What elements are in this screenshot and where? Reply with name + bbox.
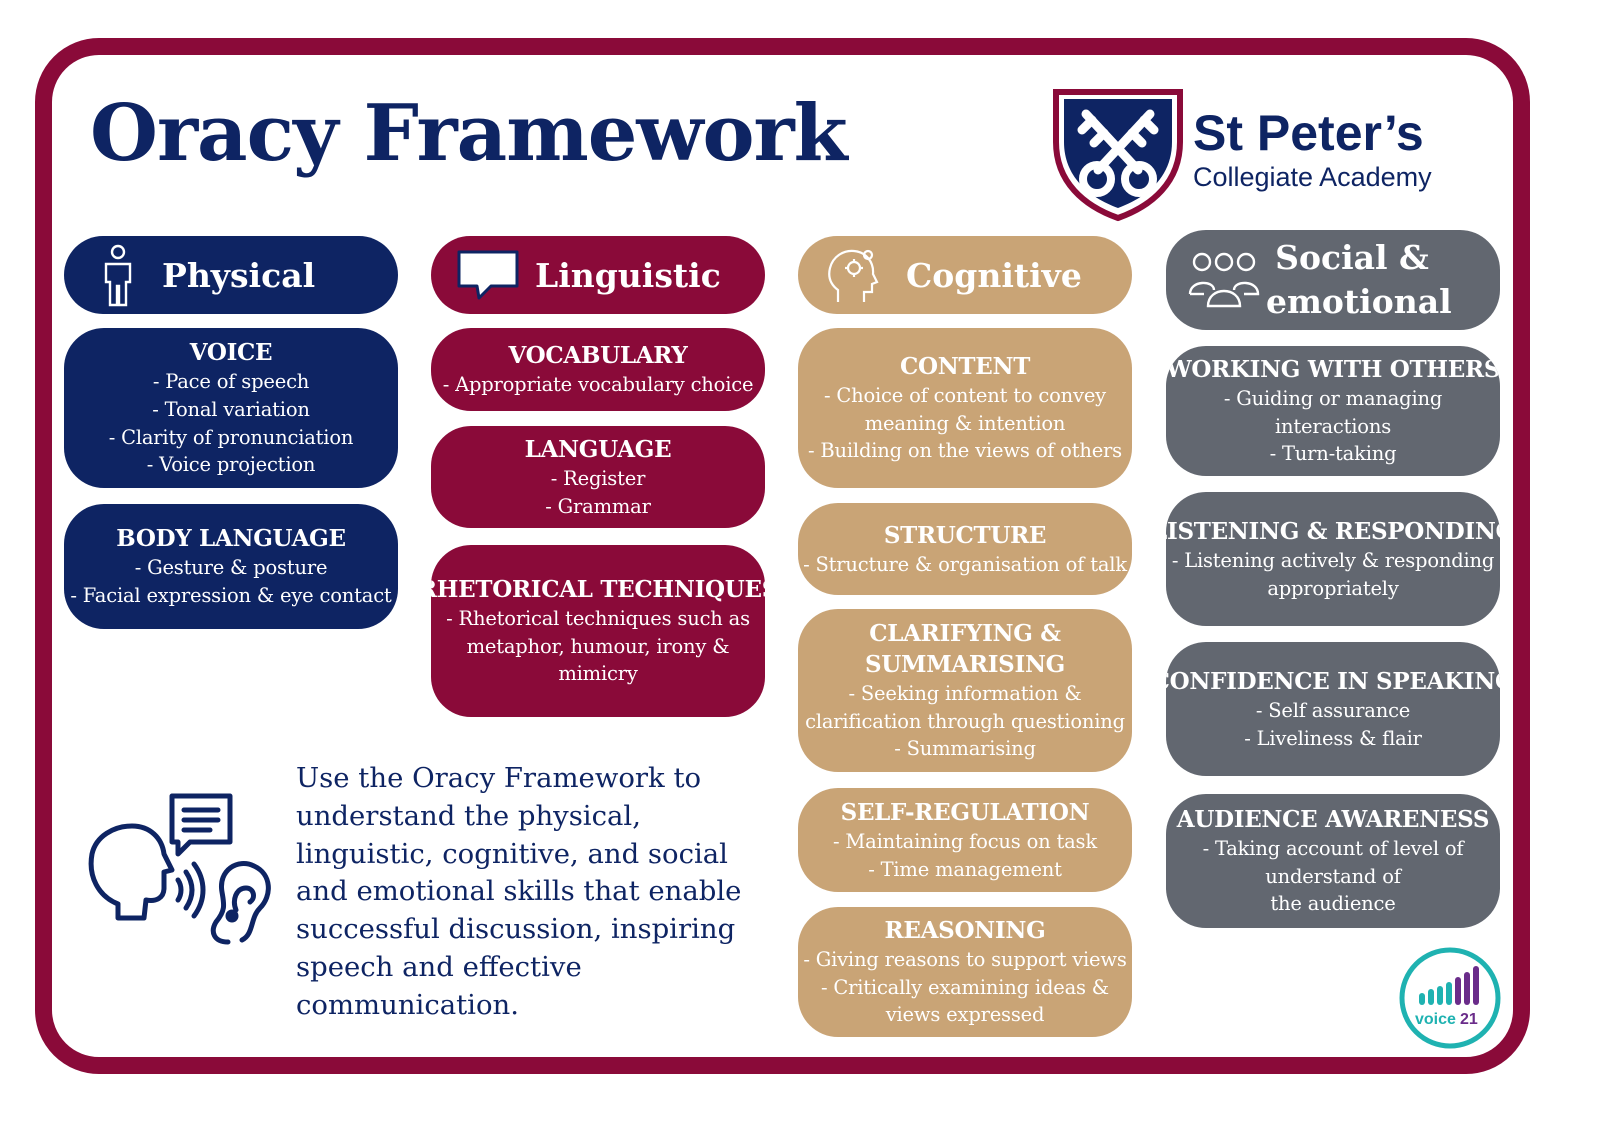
card-title: STRUCTURE (883, 521, 1047, 549)
card-line: the audience (1270, 892, 1396, 916)
description-line: successful discussion, inspiring (296, 913, 736, 946)
card-confidence-in-speaking: CONFIDENCE IN SPEAKING - Self assurance … (1166, 642, 1500, 776)
card-rhetorical-techniques: RHETORICAL TECHNIQUES - Rhetorical techn… (431, 545, 765, 717)
voice21-logo: voice 21 (1398, 946, 1502, 1054)
card-vocabulary: VOCABULARY - Appropriate vocabulary choi… (431, 328, 765, 411)
card-working-with-others: WORKING WITH OTHERS - Guiding or managin… (1166, 346, 1500, 476)
framework-description: Use the Oracy Framework to understand th… (296, 760, 746, 1025)
card-line: understand of (1265, 864, 1401, 888)
card-line: - Grammar (545, 494, 651, 518)
card-line: - Appropriate vocabulary choice (442, 373, 754, 397)
description-line: speech and effective (296, 950, 582, 983)
card-line: appropriately (1267, 576, 1399, 600)
category-physical: Physical (64, 236, 398, 314)
card-line: metaphor, humour, irony & (466, 634, 730, 658)
card-line: - Gesture & posture (134, 556, 328, 580)
card-language: LANGUAGE - Register - Grammar (431, 426, 765, 528)
card-line: - Guiding or managing (1223, 386, 1443, 410)
description-line: and emotional skills that enable (296, 875, 742, 908)
category-label: Cognitive (906, 255, 1082, 295)
card-line: - Time management (868, 857, 1062, 881)
head-gear-icon (824, 244, 880, 310)
card-body-language: BODY LANGUAGE - Gesture & posture - Faci… (64, 504, 398, 629)
school-subtitle: Collegiate Academy (1193, 162, 1432, 192)
card-line: - Building on the views of others (808, 439, 1122, 463)
card-line: - Rhetorical techniques such as (446, 606, 750, 630)
card-line: - Critically examining ideas & (821, 975, 1109, 999)
card-line: - Register (550, 466, 646, 490)
card-title: LISTENING & RESPONDING (1166, 517, 1500, 545)
speaking-listening-icon (86, 792, 286, 956)
card-line: interactions (1274, 414, 1392, 438)
card-reasoning: REASONING - Giving reasons to support vi… (798, 907, 1132, 1037)
category-label-wrap: Social & emotional (1266, 236, 1452, 324)
card-audience-awareness: AUDIENCE AWARENESS - Taking account of l… (1166, 794, 1500, 928)
page-title: Oracy Framework (90, 88, 848, 179)
category-social-emotional: Social & emotional (1166, 230, 1500, 330)
card-title: CONFIDENCE IN SPEAKING (1166, 667, 1500, 695)
card-title: SELF-REGULATION (840, 798, 1090, 826)
card-line: - Choice of content to convey (823, 383, 1106, 407)
category-label: Physical (162, 255, 316, 295)
card-line: - Listening actively & responding (1171, 548, 1495, 572)
category-label-line-2: emotional (1266, 282, 1452, 321)
crossed-keys-shield-logo (1052, 84, 1184, 226)
card-line: clarification through questioning (805, 709, 1125, 733)
card-line: - Liveliness & flair (1244, 726, 1422, 750)
card-line: meaning & intention (864, 411, 1066, 435)
card-line: - Facial expression & eye contact (70, 584, 392, 608)
card-line: - Turn-taking (1269, 442, 1397, 466)
card-title: VOICE (189, 339, 273, 367)
category-linguistic: Linguistic (431, 236, 765, 314)
card-structure: STRUCTURE - Structure & organisation of … (798, 503, 1132, 595)
card-line: views expressed (885, 1003, 1045, 1027)
voice21-number: 21 (1460, 1011, 1478, 1028)
description-line: linguistic, cognitive, and social (296, 837, 728, 870)
group-icon (1188, 250, 1260, 314)
voice21-text: voice (1415, 1011, 1456, 1028)
card-line: mimicry (558, 662, 638, 686)
card-title: CONTENT (899, 352, 1031, 380)
card-title: CLARIFYING & (869, 619, 1061, 647)
card-voice: VOICE - Pace of speech - Tonal variation… (64, 328, 398, 488)
card-title: WORKING WITH OTHERS (1166, 355, 1500, 383)
description-line: communication. (296, 988, 519, 1021)
school-name: St Peter’s (1193, 105, 1424, 161)
description-line: understand the physical, (296, 799, 641, 832)
card-content: CONTENT - Choice of content to convey me… (798, 328, 1132, 488)
card-line: - Self assurance (1255, 698, 1411, 722)
card-line: - Clarity of pronunciation (108, 425, 354, 449)
card-title: AUDIENCE AWARENESS (1176, 805, 1490, 833)
card-line: - Summarising (894, 737, 1036, 761)
card-self-regulation: SELF-REGULATION - Maintaining focus on t… (798, 788, 1132, 892)
category-label: Social & (1275, 238, 1429, 277)
card-title-line-2: SUMMARISING (864, 650, 1066, 678)
card-title: VOCABULARY (508, 342, 688, 370)
speech-bubble-icon (453, 248, 521, 306)
description-line: Use the Oracy Framework to (296, 762, 702, 794)
card-line: - Tonal variation (152, 397, 310, 421)
card-line: - Pace of speech (152, 370, 310, 394)
card-line: - Voice projection (146, 453, 316, 477)
card-line: - Giving reasons to support views (803, 947, 1127, 971)
card-line: - Taking account of level of (1202, 836, 1464, 860)
card-line: - Seeking information & (848, 682, 1082, 706)
card-title: REASONING (884, 916, 1046, 944)
card-title: RHETORICAL TECHNIQUES (431, 575, 765, 603)
category-cognitive: Cognitive (798, 236, 1132, 314)
person-icon (100, 244, 136, 312)
card-title: LANGUAGE (524, 435, 672, 463)
card-listening-responding: LISTENING & RESPONDING - Listening activ… (1166, 492, 1500, 626)
card-clarifying-summarising: CLARIFYING & SUMMARISING - Seeking infor… (798, 609, 1132, 772)
card-title: BODY LANGUAGE (116, 525, 346, 553)
card-line: - Structure & organisation of talk (803, 552, 1127, 576)
category-label: Linguistic (535, 255, 721, 295)
card-line: - Maintaining focus on task (833, 829, 1097, 853)
